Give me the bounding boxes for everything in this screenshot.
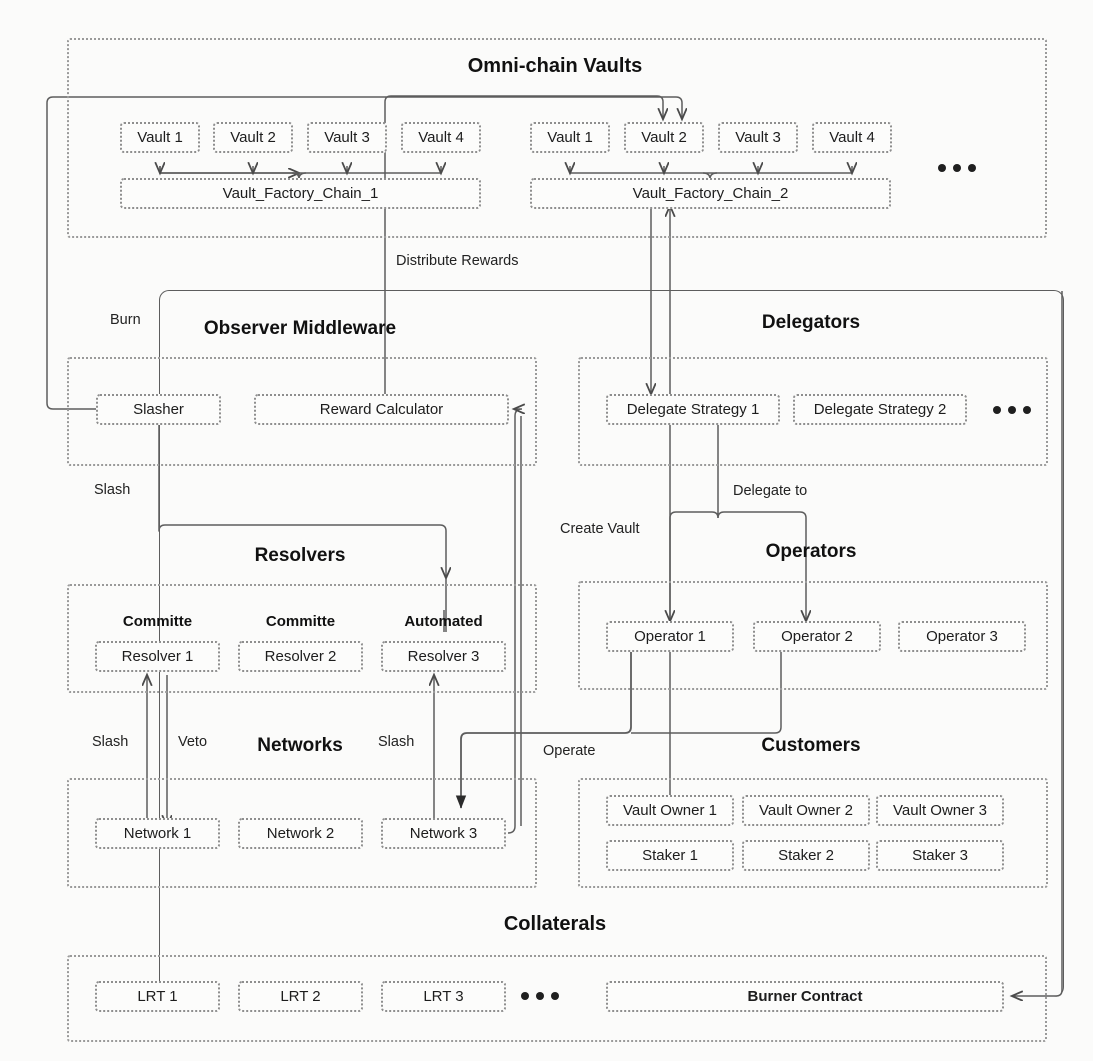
title-customers: Customers (761, 735, 861, 756)
title-networks: Networks (257, 735, 343, 756)
header-resolver-1: Committe (122, 613, 193, 630)
ellipsis-collaterals (521, 992, 559, 1000)
node-vault-c2-1[interactable]: Vault 1 (530, 122, 610, 153)
node-vault-owner-2[interactable]: Vault Owner 2 (742, 795, 870, 826)
node-operator-3[interactable]: Operator 3 (898, 621, 1026, 652)
edge-label-burn: Burn (110, 312, 141, 328)
ellipsis-vaults (938, 164, 976, 172)
node-reward-calculator[interactable]: Reward Calculator (254, 394, 509, 425)
title-omni-chain-vaults: Omni-chain Vaults (467, 55, 643, 77)
title-collaterals: Collaterals (503, 913, 607, 935)
edge-label-delegate-to: Delegate to (733, 483, 808, 499)
node-delegate-strategy-1[interactable]: Delegate Strategy 1 (606, 394, 780, 425)
header-resolver-2: Committe (265, 613, 336, 630)
edge-label-slash-resolver3: Slash (378, 734, 415, 750)
group-collaterals (67, 955, 1047, 1042)
node-slasher[interactable]: Slasher (96, 394, 221, 425)
group-delegators (578, 357, 1048, 466)
ellipsis-delegators (993, 406, 1031, 414)
node-operator-2[interactable]: Operator 2 (753, 621, 881, 652)
node-staker-3[interactable]: Staker 3 (876, 840, 1004, 871)
node-vault-owner-3[interactable]: Vault Owner 3 (876, 795, 1004, 826)
edge-label-operate: Operate (543, 743, 596, 759)
node-lrt-2[interactable]: LRT 2 (238, 981, 363, 1012)
node-vault-c2-3[interactable]: Vault 3 (718, 122, 798, 153)
title-operators: Operators (765, 541, 857, 562)
node-staker-2[interactable]: Staker 2 (742, 840, 870, 871)
node-vault-owner-1[interactable]: Vault Owner 1 (606, 795, 734, 826)
node-resolver-3[interactable]: Resolver 3 (381, 641, 506, 672)
node-vault-c1-1[interactable]: Vault 1 (120, 122, 200, 153)
node-operator-1[interactable]: Operator 1 (606, 621, 734, 652)
node-staker-1[interactable]: Staker 1 (606, 840, 734, 871)
edge-label-create-vault: Create Vault (560, 521, 640, 537)
node-vault-c1-4[interactable]: Vault 4 (401, 122, 481, 153)
node-network-3[interactable]: Network 3 (381, 818, 506, 849)
node-lrt-1[interactable]: LRT 1 (95, 981, 220, 1012)
edge-label-slash-resolver1: Slash (92, 734, 129, 750)
node-vault-c1-2[interactable]: Vault 2 (213, 122, 293, 153)
group-resolvers (67, 584, 537, 693)
node-burner-contract[interactable]: Burner Contract (606, 981, 1004, 1012)
node-vault-c1-3[interactable]: Vault 3 (307, 122, 387, 153)
group-observer-middleware (67, 357, 537, 466)
title-delegators: Delegators (761, 312, 861, 333)
group-customers (578, 778, 1048, 888)
title-resolvers: Resolvers (254, 545, 346, 566)
node-network-1[interactable]: Network 1 (95, 818, 220, 849)
node-resolver-2[interactable]: Resolver 2 (238, 641, 363, 672)
node-vault-c2-2[interactable]: Vault 2 (624, 122, 704, 153)
node-network-2[interactable]: Network 2 (238, 818, 363, 849)
node-lrt-3[interactable]: LRT 3 (381, 981, 506, 1012)
title-observer-middleware: Observer Middleware (203, 318, 397, 339)
node-vault-c2-4[interactable]: Vault 4 (812, 122, 892, 153)
header-resolver-3: Automated (404, 613, 483, 630)
node-delegate-strategy-2[interactable]: Delegate Strategy 2 (793, 394, 967, 425)
group-omni-chain-vaults (67, 38, 1047, 238)
node-vault-factory-chain-2[interactable]: Vault_Factory_Chain_2 (530, 178, 891, 209)
edge-label-slash-left: Slash (94, 482, 131, 498)
edge-label-distribute-rewards: Distribute Rewards (396, 253, 519, 269)
group-networks (67, 778, 537, 888)
node-resolver-1[interactable]: Resolver 1 (95, 641, 220, 672)
group-operators (578, 581, 1048, 690)
edge-label-veto: Veto (178, 734, 208, 750)
node-vault-factory-chain-1[interactable]: Vault_Factory_Chain_1 (120, 178, 481, 209)
